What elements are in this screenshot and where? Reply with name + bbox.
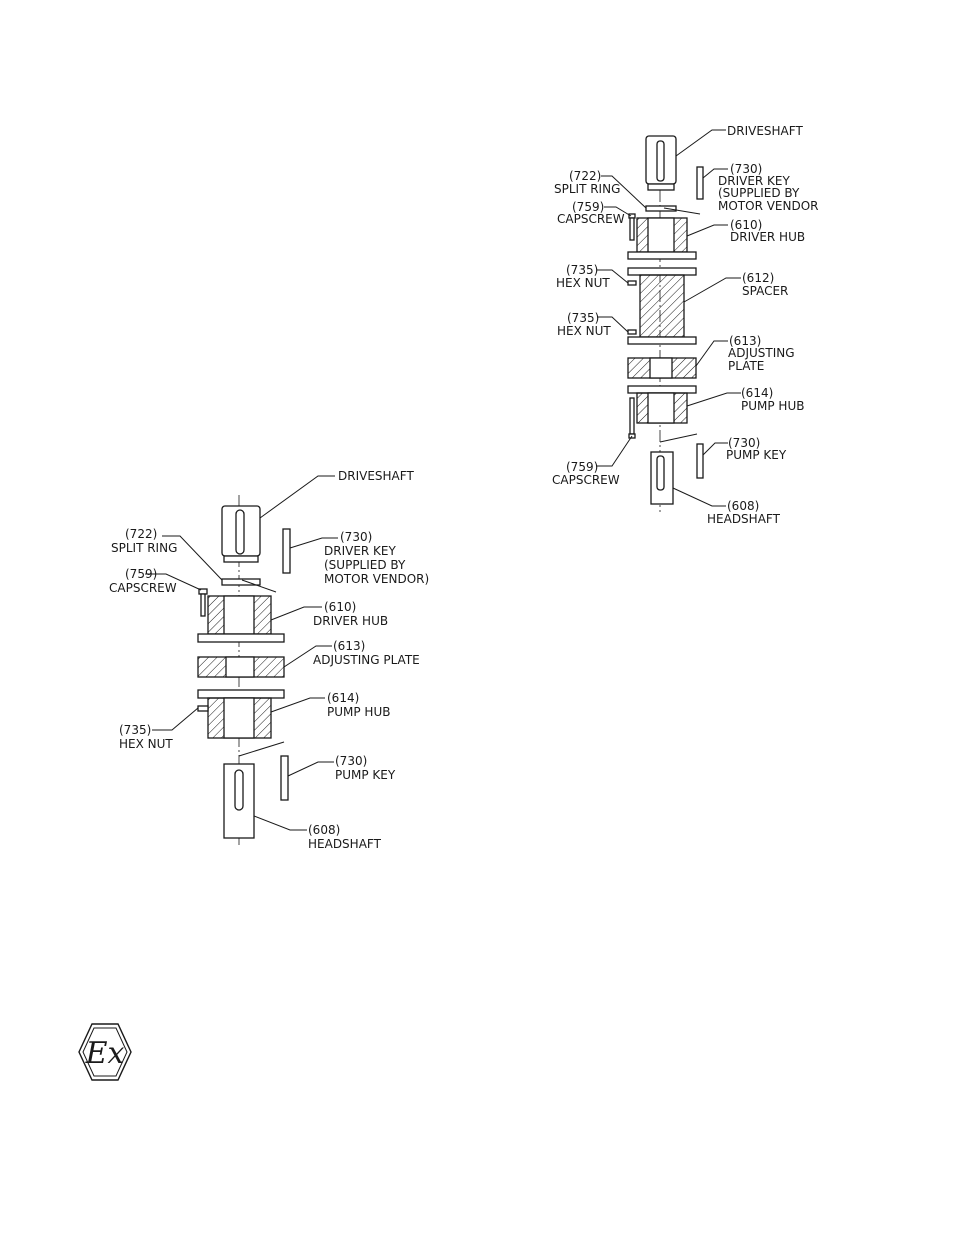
label-a-supplied-by: (SUPPLIED BY	[324, 558, 406, 572]
label-b-split-ring: SPLIT RING	[554, 182, 620, 196]
spacer-part-b	[627, 267, 697, 345]
pump-key-part-b	[696, 443, 704, 479]
diagram-b: DRIVESHAFT (730) DRIVER KEY (SUPPLIED BY…	[552, 124, 819, 526]
label-a-driveshaft: DRIVESHAFT	[338, 469, 414, 483]
headshaft-part-b	[650, 451, 674, 505]
label-b-headshaft: HEADSHAFT	[707, 512, 781, 526]
label-b-hex-nut-upper: HEX NUT	[556, 276, 610, 290]
label-a-adjusting-plate-num: (613)	[333, 639, 365, 653]
label-b-pump-key: PUMP KEY	[726, 448, 787, 462]
label-a-headshaft-num: (608)	[308, 823, 340, 837]
label-b-capscrew: CAPSCREW	[557, 212, 625, 226]
label-b-hex-nut-lower: HEX NUT	[557, 324, 611, 338]
label-b-capscrew-num: (759)	[572, 200, 604, 214]
capscrew-part-a	[198, 588, 208, 617]
label-a-driver-hub: DRIVER HUB	[313, 614, 388, 628]
pump-hub-part-b	[627, 385, 697, 424]
leaders-a	[145, 475, 338, 831]
label-b-hex-nut-upper-num: (735)	[566, 263, 598, 277]
label-a-pump-key: PUMP KEY	[335, 768, 396, 782]
atex-ex-hexagon-icon: Ex	[78, 1023, 132, 1081]
split-ring-part-b	[645, 205, 677, 212]
driveshaft-part-a	[221, 505, 261, 563]
label-a-capscrew-num: (759)	[125, 567, 157, 581]
label-b-adjusting-num: (613)	[729, 334, 761, 348]
label-b-capscrew-lower: CAPSCREW	[552, 473, 620, 487]
pump-hub-part-a	[197, 689, 285, 739]
driver-hub-part-a	[197, 595, 285, 643]
label-a-capscrew: CAPSCREW	[109, 581, 177, 595]
label-a-split-ring: SPLIT RING	[111, 541, 177, 555]
label-b-driver-key: DRIVER KEY	[718, 174, 791, 188]
driver-key-part-b	[696, 166, 704, 200]
label-a-driver-key: DRIVER KEY	[324, 544, 397, 558]
label-b-plate: PLATE	[728, 359, 764, 373]
label-b-adjusting: ADJUSTING	[728, 346, 795, 360]
label-b-supplied-by: (SUPPLIED BY	[718, 186, 800, 200]
label-b-driver-key-num: (730)	[730, 162, 762, 176]
diagram-a: DRIVESHAFT (722) SPLIT RING (730) DRIVER…	[109, 469, 429, 851]
label-a-adjusting-plate: ADJUSTING PLATE	[313, 653, 420, 667]
ex-symbol-text: Ex	[85, 1036, 125, 1071]
adjusting-plate-part-a	[197, 656, 285, 678]
label-a-hex-nut-num: (735)	[119, 723, 151, 737]
adjusting-plate-part-b	[627, 357, 697, 379]
hex-nut-part-a	[197, 705, 209, 712]
capscrew-part-b-lower	[628, 397, 636, 439]
driver-key-part-a	[282, 528, 291, 574]
label-b-driver-hub-num: (610)	[730, 218, 762, 232]
driveshaft-part-b	[645, 135, 677, 191]
label-b-driveshaft: DRIVESHAFT	[727, 124, 803, 138]
label-b-pump-key-num: (730)	[728, 436, 760, 450]
headshaft-part-a	[223, 763, 255, 839]
label-b-capscrew-lower-num: (759)	[566, 460, 598, 474]
capscrew-part-b	[628, 213, 636, 241]
label-a-headshaft: HEADSHAFT	[308, 837, 382, 851]
label-b-headshaft-num: (608)	[727, 499, 759, 513]
label-b-pump-hub-num: (614)	[741, 386, 773, 400]
label-a-driver-key-num: (730)	[340, 530, 372, 544]
label-b-split-ring-num: (722)	[569, 169, 601, 183]
pump-key-part-a	[280, 755, 289, 801]
label-b-spacer-num: (612)	[742, 271, 774, 285]
label-a-pump-key-num: (730)	[335, 754, 367, 768]
label-a-motor-vendor: MOTOR VENDOR)	[324, 572, 429, 586]
driver-hub-part-b	[627, 217, 697, 260]
label-a-driver-hub-num: (610)	[324, 600, 356, 614]
label-b-motor-vendor: MOTOR VENDOR	[718, 199, 819, 213]
leaders-b	[596, 129, 741, 507]
label-a-split-ring-num: (722)	[125, 527, 157, 541]
hex-nut-part-b-lower	[627, 329, 637, 335]
label-a-pump-hub: PUMP HUB	[327, 705, 390, 719]
label-a-hex-nut: HEX NUT	[119, 737, 173, 751]
split-ring-part-a	[221, 578, 261, 586]
label-b-pump-hub: PUMP HUB	[741, 399, 804, 413]
hex-nut-part-b-upper	[627, 280, 637, 286]
label-a-pump-hub-num: (614)	[327, 691, 359, 705]
label-b-hex-nut-lower-num: (735)	[567, 311, 599, 325]
label-b-spacer: SPACER	[742, 284, 788, 298]
label-b-driver-hub: DRIVER HUB	[730, 230, 805, 244]
